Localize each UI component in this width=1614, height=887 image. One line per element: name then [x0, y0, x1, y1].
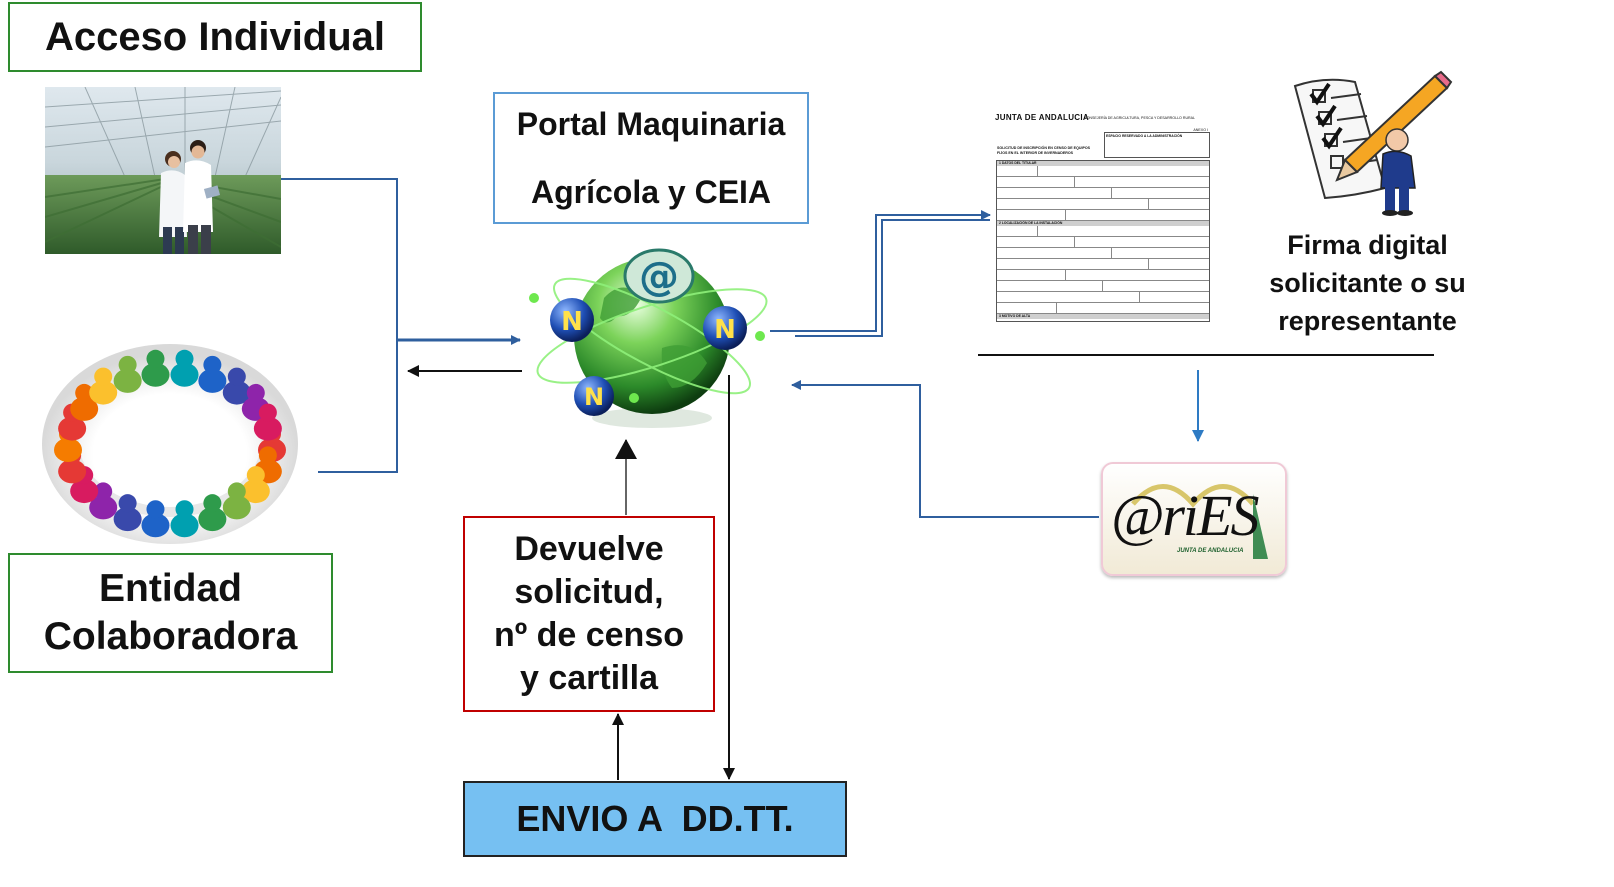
form-reserved-label: ESPACIO RESERVADO A LA ADMINISTRACIÓN	[1106, 134, 1183, 138]
form-row	[997, 237, 1209, 248]
ring-person-head	[246, 466, 265, 485]
form-anexo: ANEXO I	[1193, 128, 1208, 132]
connector-acceso	[281, 178, 398, 340]
firma-label-line2: solicitante o su	[1269, 268, 1466, 298]
ring-person-head	[175, 500, 194, 519]
svg-text:@: @	[639, 254, 679, 300]
form-row	[997, 259, 1209, 270]
ring-person-head	[203, 494, 222, 513]
ring-person-body	[170, 362, 199, 387]
form-header-left: JUNTA DE ANDALUCIA	[995, 113, 1089, 122]
svg-text:N: N	[584, 383, 604, 411]
form-section-3: 3 MOTIVO DE ALTA	[997, 314, 1209, 319]
entidad-label-line1: Entidad	[99, 567, 242, 610]
ring-person-body	[198, 368, 227, 393]
devuelve-solicitud-box: Devuelve solicitud, nº de censo y cartil…	[463, 516, 715, 712]
form-row	[997, 177, 1209, 188]
ring-person-head	[118, 355, 137, 374]
svg-text:N: N	[714, 315, 736, 345]
devuelve-label-line4: y cartilla	[520, 659, 658, 697]
ring-person-body	[141, 362, 170, 387]
form-row	[997, 226, 1209, 237]
firma-label-line3: representante	[1278, 306, 1457, 336]
ring-person-head	[203, 355, 222, 374]
ring-person-head	[227, 367, 246, 386]
entidad-colaboradora-box: Entidad Colaboradora	[8, 553, 333, 673]
devuelve-label-line3: nº de censo	[493, 616, 685, 654]
form-section-1: 1 DATOS DEL TITULAR	[997, 161, 1209, 166]
ring-person-head	[246, 383, 265, 402]
ring-person-head	[175, 349, 194, 368]
form-section-2: 2 LOCALIZACIÓN DE LA INSTALACIÓN	[997, 221, 1209, 226]
svg-text:N: N	[561, 307, 583, 337]
ring-person-head	[118, 494, 137, 513]
form-header-right: CONSEJERÍA DE AGRICULTURA, PESCA Y DESAR…	[1084, 116, 1196, 120]
ring-person-body	[141, 513, 170, 538]
acceso-individual-box: Acceso Individual	[8, 2, 422, 72]
form-row	[997, 292, 1209, 303]
ring-person-head	[258, 403, 277, 422]
envio-label: ENVIO A DD.TT.	[516, 798, 794, 839]
arrow-aries-to-portal	[791, 380, 1099, 518]
signing-clipart	[1293, 70, 1453, 216]
ring-person-body	[170, 513, 199, 538]
ring-person-head	[146, 349, 165, 368]
ring-person-body	[222, 495, 251, 520]
ring-person-body	[70, 396, 99, 421]
ring-person-body	[58, 459, 87, 484]
form-row	[997, 166, 1209, 177]
internet-globe-icon: @ N N N	[529, 248, 768, 428]
ring-person-body	[241, 479, 270, 504]
devuelve-label-line1: Devuelve	[514, 530, 664, 568]
aries-logo-text: @riES	[1111, 483, 1259, 548]
arrow-to-form-2	[795, 219, 990, 337]
form-row	[997, 303, 1209, 314]
entidad-label-line2: Colaboradora	[43, 615, 298, 658]
application-form-document: JUNTA DE ANDALUCIA CONSEJERÍA DE AGRICUL…	[992, 108, 1212, 326]
firma-digital-label: Firma digital solicitante o su represent…	[1245, 224, 1490, 342]
ring-person-head	[258, 446, 277, 465]
people-ring-image	[42, 344, 298, 544]
ring-person-head	[227, 482, 246, 501]
ring-person-body	[198, 507, 227, 532]
ring-person-body	[253, 416, 282, 441]
portal-label-line2: Agrícola y CEIA	[530, 174, 772, 210]
form-title: SOLICITUD DE INSCRIPCIÓN EN CENSO DE EQU…	[997, 146, 1091, 155]
portal-maquinaria-box: Portal Maquinaria Agrícola y CEIA	[493, 92, 809, 224]
ring-person-body	[89, 380, 118, 405]
form-row	[997, 281, 1209, 292]
envio-dd-tt-box: ENVIO A DD.TT.	[463, 781, 847, 857]
ring-person-body	[113, 368, 142, 393]
form-row	[997, 248, 1209, 259]
form-row	[997, 199, 1209, 210]
ring-person-head	[75, 383, 94, 402]
greenhouse-photo	[45, 87, 281, 254]
ring-person-head	[94, 367, 113, 386]
ring-person-head	[94, 482, 113, 501]
ring-person-body	[58, 416, 87, 441]
form-row	[997, 270, 1209, 281]
ring-person-body	[89, 495, 118, 520]
firma-label-line1: Firma digital	[1287, 230, 1448, 260]
aries-logo-subtext: JUNTA DE ANDALUCIA	[1177, 548, 1244, 554]
ring-person-body	[70, 479, 99, 504]
ring-person-head	[146, 500, 165, 519]
form-row	[997, 188, 1209, 199]
devuelve-label-line2: solicitud,	[514, 573, 664, 611]
ring-person-body	[113, 507, 142, 532]
portal-label-line1: Portal Maquinaria	[516, 106, 786, 142]
form-row	[997, 210, 1209, 221]
ring-person-body	[222, 380, 251, 405]
connector-entidad	[318, 340, 398, 473]
arrow-to-form-1	[770, 210, 991, 332]
acceso-individual-label: Acceso Individual	[44, 14, 386, 59]
aries-logo: @riES JUNTA DE ANDALUCIA	[1101, 462, 1287, 576]
ring-person-body	[54, 438, 82, 462]
